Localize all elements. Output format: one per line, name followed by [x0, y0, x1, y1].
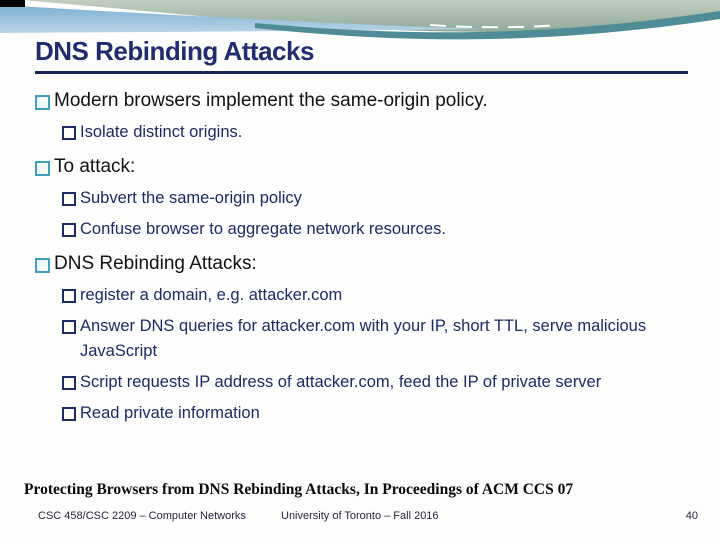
bullet-level1: Modern browsers implement the same-origi…	[35, 88, 697, 114]
square-bullet-icon	[62, 320, 76, 334]
square-bullet-icon	[62, 376, 76, 390]
bullet-level2: Script requests IP address of attacker.c…	[62, 370, 697, 395]
square-bullet-icon	[62, 289, 76, 303]
bullet-level2-text: Answer DNS queries for attacker.com with…	[80, 317, 647, 360]
footer-page-number: 40	[685, 510, 698, 522]
bullet-level2-text: Confuse browser to aggregate network res…	[80, 220, 446, 238]
square-bullet-icon	[35, 258, 50, 273]
wave-teal-stripe	[255, 11, 720, 40]
bullet-level2: register a domain, e.g. attacker.com	[62, 283, 697, 308]
bullet-level2: Isolate distinct origins.	[62, 120, 697, 145]
reference-citation: Protecting Browsers from DNS Rebinding A…	[24, 481, 574, 498]
square-bullet-icon	[62, 223, 76, 237]
bullet-list: Modern browsers implement the same-origi…	[35, 84, 697, 426]
square-bullet-icon	[35, 95, 50, 110]
bullet-level2: Answer DNS queries for attacker.com with…	[62, 314, 697, 364]
bullet-level1: To attack:	[35, 154, 697, 180]
bullet-level2-text: register a domain, e.g. attacker.com	[80, 286, 343, 304]
footer-course-label: CSC 458/CSC 2209 – Computer Networks	[38, 510, 246, 522]
bullet-level1-text: To attack:	[54, 156, 136, 177]
title-underline	[35, 71, 688, 74]
bullet-level2: Confuse browser to aggregate network res…	[62, 217, 697, 242]
bullet-level1-text: DNS Rebinding Attacks:	[54, 253, 257, 274]
square-bullet-icon	[62, 407, 76, 421]
wave-blue-shape	[0, 5, 485, 33]
bullet-level2-text: Isolate distinct origins.	[80, 123, 243, 141]
square-bullet-icon	[35, 161, 50, 176]
slide-footer: CSC 458/CSC 2209 – Computer Networks Uni…	[0, 510, 720, 530]
bullet-level2-text: Read private information	[80, 404, 260, 422]
bullet-level2: Read private information	[62, 401, 697, 426]
bullet-level2: Subvert the same-origin policy	[62, 186, 697, 211]
bullet-level1: DNS Rebinding Attacks:	[35, 251, 697, 277]
bullet-level2-text: Subvert the same-origin policy	[80, 189, 302, 207]
bullet-level2-text: Script requests IP address of attacker.c…	[80, 373, 602, 391]
slide-title: DNS Rebinding Attacks	[35, 36, 314, 66]
square-bullet-icon	[62, 192, 76, 206]
decorative-wave-banner	[0, 0, 720, 40]
wave-sage-shape	[22, 0, 720, 32]
square-bullet-icon	[62, 126, 76, 140]
wave-white-dash	[429, 24, 561, 29]
bullet-level1-text: Modern browsers implement the same-origi…	[54, 90, 488, 111]
footer-institution-label: University of Toronto – Fall 2016	[281, 510, 439, 522]
corner-black-block	[0, 0, 25, 7]
